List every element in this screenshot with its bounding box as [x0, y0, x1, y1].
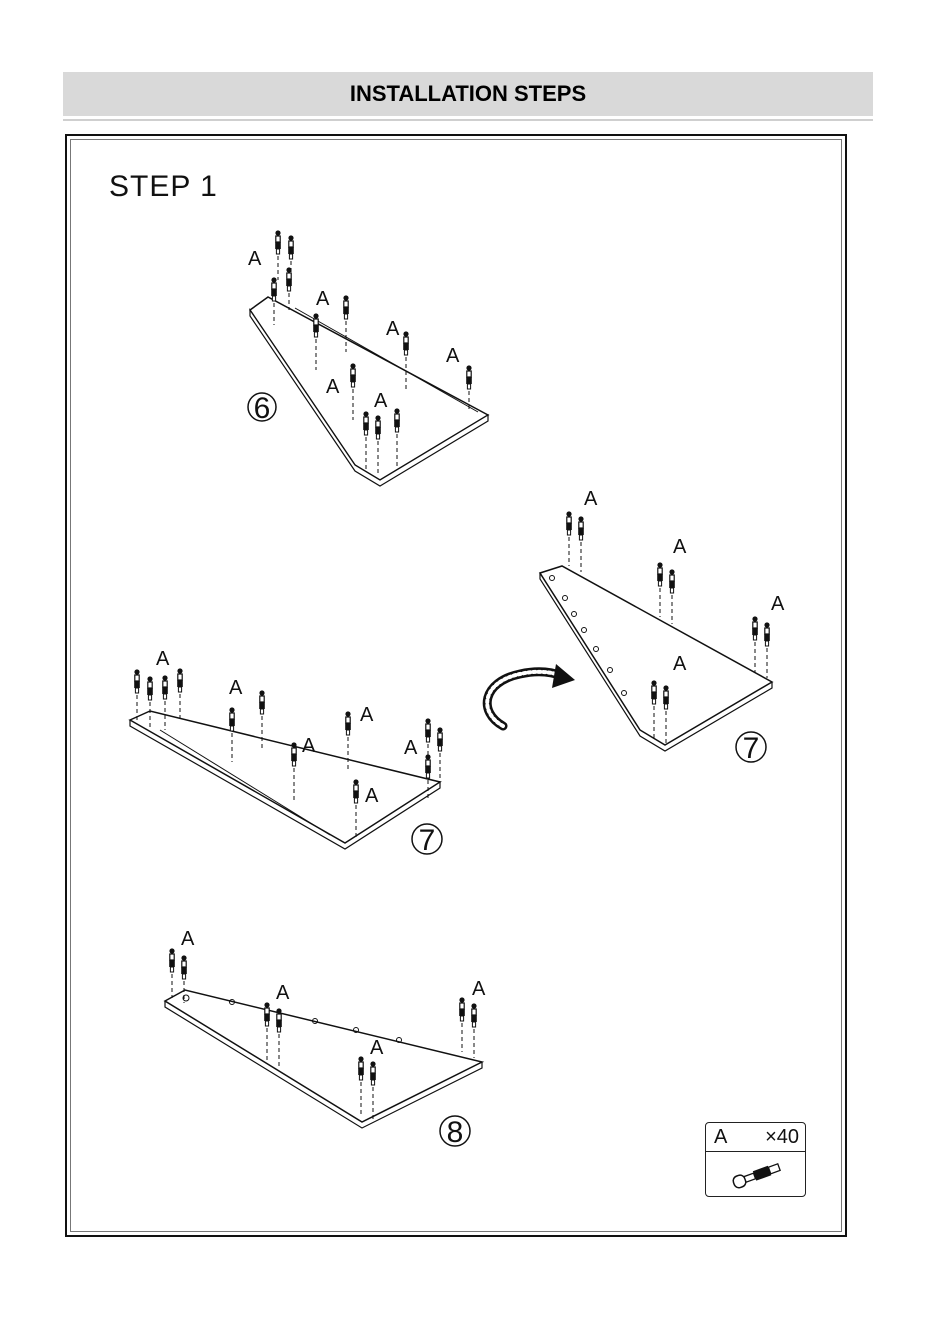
callout-a: A — [276, 982, 290, 1004]
panel-8-number: 8 — [447, 1116, 464, 1149]
callout-a: A — [370, 1037, 384, 1059]
callout-a: A — [156, 648, 170, 670]
flip-arrow-icon — [487, 664, 575, 726]
callout-a: A — [404, 737, 418, 759]
panel-7a-number: 7 — [419, 824, 436, 857]
panel-7b-number: 7 — [743, 732, 760, 765]
callout-a: A — [673, 536, 687, 558]
callout-a: A — [360, 704, 374, 726]
cam-bolt-icon — [728, 1159, 786, 1189]
callout-a: A — [316, 288, 330, 310]
callout-a: A — [229, 677, 243, 699]
callout-a: A — [181, 928, 195, 950]
callout-a: A — [374, 390, 388, 412]
callout-a: A — [584, 488, 598, 510]
callout-a: A — [472, 978, 486, 1000]
callout-a: A — [302, 735, 316, 757]
parts-legend: A ×40 — [705, 1122, 806, 1197]
panel-7b-diagram: A A A A 7 — [540, 488, 785, 765]
callout-a: A — [673, 653, 687, 675]
panel-6-number: 6 — [254, 392, 271, 425]
callout-a: A — [248, 248, 262, 270]
callout-a: A — [446, 345, 460, 367]
panel-8-diagram: A A A A 8 — [165, 928, 486, 1149]
panel-6-diagram: A A A A A A 6 — [248, 230, 488, 486]
callout-a: A — [365, 785, 379, 807]
part-quantity: ×40 — [765, 1126, 799, 1149]
callout-a: A — [771, 593, 785, 615]
callout-a: A — [326, 376, 340, 398]
part-letter: A — [714, 1126, 727, 1149]
callout-a: A — [386, 318, 400, 340]
panel-7a-diagram: A A A A A A 7 — [130, 648, 443, 857]
